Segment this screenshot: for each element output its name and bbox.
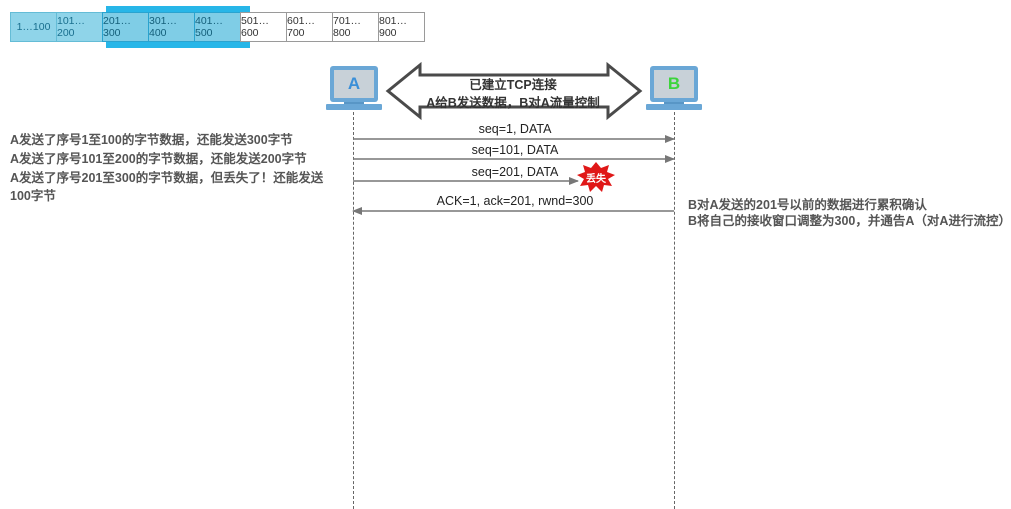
byte-cell: 1…100 xyxy=(10,12,57,42)
host-a-label: A xyxy=(334,70,374,98)
byte-cell: 701…800 xyxy=(332,12,379,42)
connection-line1: 已建立TCP连接 xyxy=(469,78,557,92)
lifeline-a xyxy=(353,112,354,509)
host-a-computer-icon: A xyxy=(326,66,382,114)
byte-cell: 601…700 xyxy=(286,12,333,42)
host-b-computer-icon: B xyxy=(646,66,702,114)
byte-cell: 801…900 xyxy=(378,12,425,42)
connection-label: 已建立TCP连接 A给B发送数据，B对A流量控制 xyxy=(410,76,616,112)
message-label: seq=1, DATA xyxy=(478,122,552,136)
connection-line2: A给B发送数据，B对A流量控制 xyxy=(426,96,600,110)
message-label: ACK=1, ack=201, rwnd=300 xyxy=(436,194,594,208)
connection-double-arrow xyxy=(385,61,643,121)
lost-badge-text: 丢失 xyxy=(586,174,606,185)
host-b-label: B xyxy=(654,70,694,98)
byte-cell: 201…300 xyxy=(102,12,149,42)
lost-burst-icon xyxy=(577,162,615,192)
left-note-3: A发送了序号201至300的字节数据，但丢失了！还能发送 xyxy=(10,171,324,185)
right-note-1: B对A发送的201号以前的数据进行累积确认 xyxy=(688,198,927,212)
left-note-3-cont: 100字节 xyxy=(10,189,56,203)
left-note-2: A发送了序号101至200的字节数据，还能发送200字节 xyxy=(10,152,307,166)
right-note-2: B将自己的接收窗口调整为300，并通告A（对A进行流控） xyxy=(688,214,1011,228)
byte-cell: 501…600 xyxy=(240,12,287,42)
left-note-1: A发送了序号1至100的字节数据，还能发送300字节 xyxy=(10,133,293,147)
byte-cell: 401…500 xyxy=(194,12,241,42)
message-label: seq=101, DATA xyxy=(471,143,559,157)
byte-cell: 301…400 xyxy=(148,12,195,42)
byte-cell: 101…200 xyxy=(56,12,103,42)
message-label: seq=201, DATA xyxy=(471,165,559,179)
byte-sequence-strip: 1…100 101…200 201…300 301…400 401…500 50… xyxy=(10,12,425,42)
lifeline-b xyxy=(674,112,675,509)
